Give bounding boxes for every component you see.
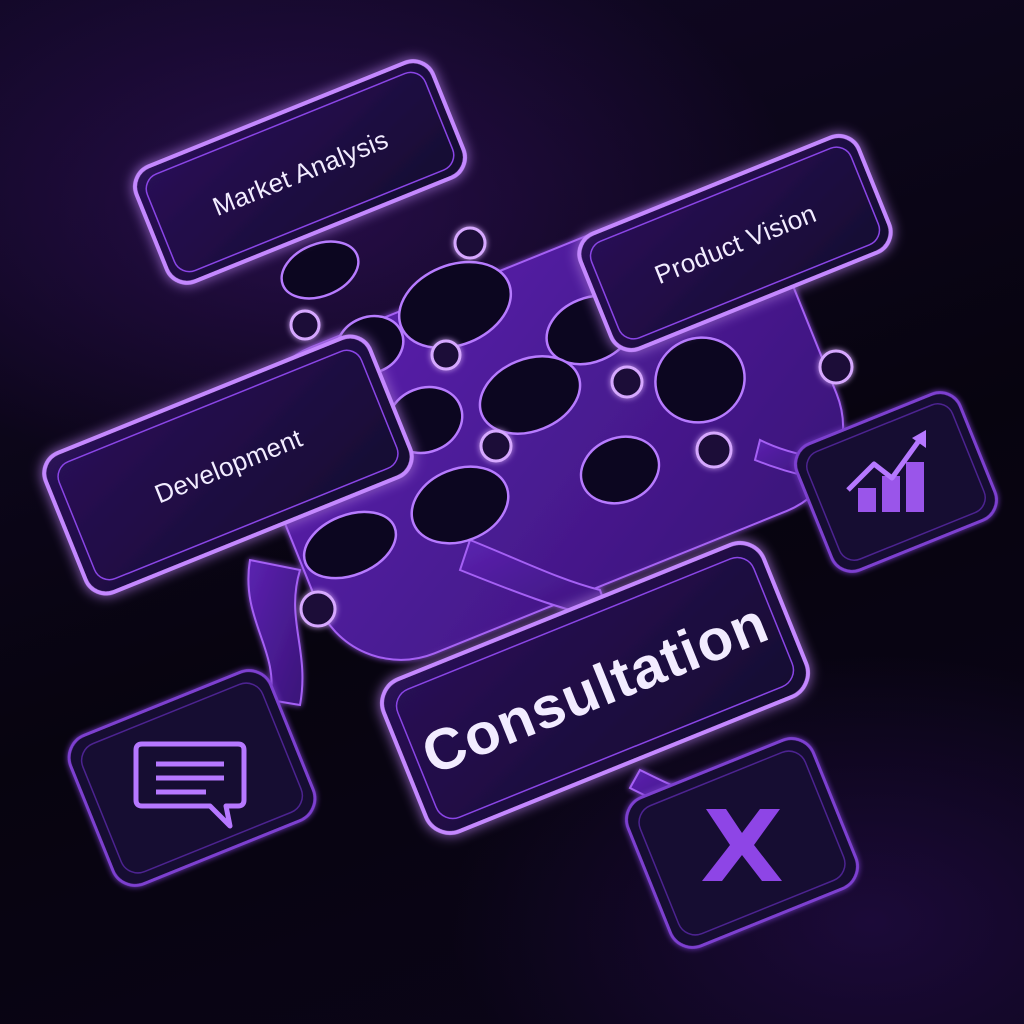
chart-tile[interactable] — [789, 386, 1003, 578]
node-market-analysis[interactable]: Market Analysis — [128, 55, 471, 290]
close-tile[interactable] — [619, 731, 864, 954]
message-tile[interactable] — [62, 663, 322, 892]
node-development[interactable]: Development — [38, 330, 419, 600]
bar-chart-trend-icon — [846, 430, 926, 512]
chat-message-icon — [133, 741, 247, 829]
node-product-vision[interactable]: Product Vision — [573, 129, 898, 356]
close-x-icon — [702, 809, 782, 881]
